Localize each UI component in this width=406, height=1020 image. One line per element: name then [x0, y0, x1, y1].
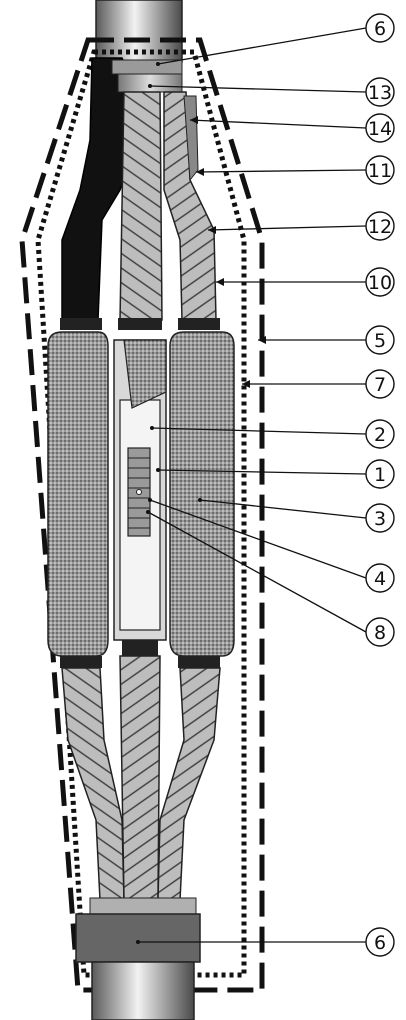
callout-6-bottom: 6: [365, 927, 395, 957]
callout-10: 10: [365, 267, 395, 297]
band-lower-right: [178, 656, 220, 668]
callout-label: 11: [368, 160, 392, 182]
tape-layer: [183, 95, 199, 182]
callout-2: 2: [365, 419, 395, 449]
callout-label: 6: [374, 18, 386, 40]
cutaway-insulation: [123, 339, 167, 409]
callout-label: 10: [368, 272, 392, 294]
lower-core-left: [61, 667, 125, 901]
top-ferrule: [117, 73, 183, 93]
callout-13: 13: [365, 77, 395, 107]
bottom-clamp: [75, 913, 201, 963]
callout-11: 11: [365, 155, 395, 185]
sleeve-right: [169, 331, 235, 657]
leader-arrows: [190, 116, 266, 388]
connector-screw: [136, 489, 142, 495]
callout-label: 3: [374, 508, 386, 530]
callout-label: 13: [368, 82, 392, 104]
sleeve-left: [47, 331, 109, 657]
top-core-middle: [119, 91, 163, 321]
callout-3: 3: [365, 503, 395, 533]
callout-label: 1: [374, 464, 386, 486]
connector-ribs: [128, 457, 150, 529]
callout-label: 6: [374, 932, 386, 954]
callout-7: 7: [365, 369, 395, 399]
bottom-clamp-band: [89, 897, 197, 915]
band-lower-left: [60, 656, 102, 668]
callout-label: 5: [374, 330, 386, 352]
outer-housing-dashed: [19, 37, 265, 993]
leader-lines: [138, 27, 367, 943]
inner-housing-dotted: [35, 49, 247, 978]
callout-5: 5: [365, 325, 395, 355]
callout-label: 4: [374, 568, 386, 590]
callout-4: 4: [365, 563, 395, 593]
band-upper-left: [60, 318, 102, 330]
bottom-pipe: [91, 961, 195, 1020]
callout-label: 2: [374, 424, 386, 446]
callout-6-top: 6: [365, 13, 395, 43]
callout-8: 8: [365, 617, 395, 647]
callout-12: 12: [365, 211, 395, 241]
callout-label: 7: [374, 374, 386, 396]
callout-14: 14: [365, 113, 395, 143]
callout-1: 1: [365, 459, 395, 489]
callout-label: 12: [368, 216, 392, 238]
lower-core-middle: [119, 655, 161, 901]
callout-label: 8: [374, 622, 386, 644]
callout-label: 14: [368, 118, 392, 140]
leader-dots: [136, 62, 202, 944]
band-lower-middle: [122, 640, 158, 656]
lower-core-right: [157, 667, 221, 901]
band-upper-middle: [118, 318, 162, 330]
band-upper-right: [178, 318, 220, 330]
